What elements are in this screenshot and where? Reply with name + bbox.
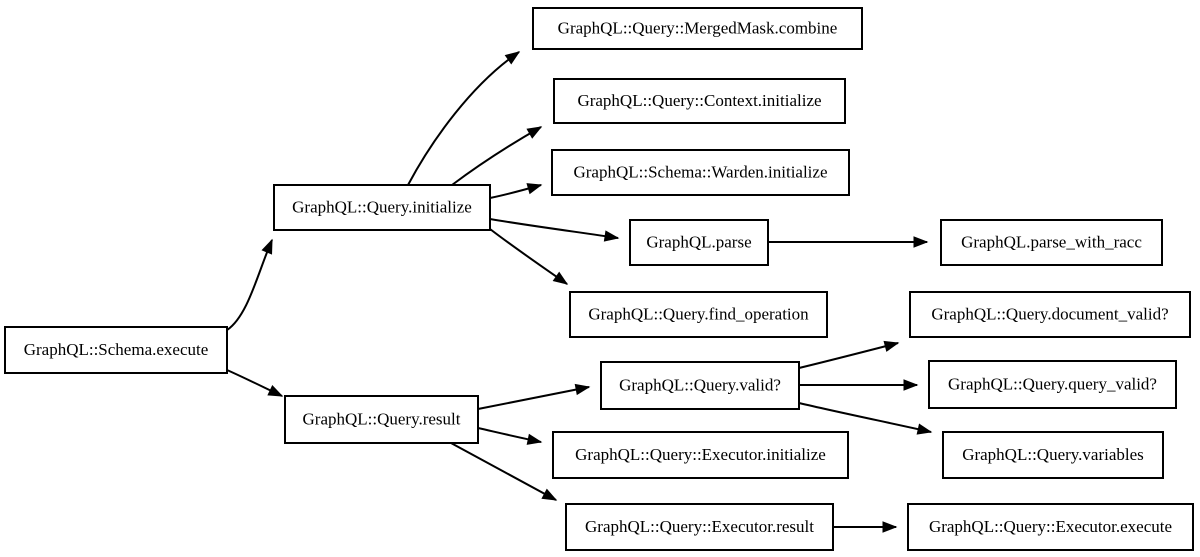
node-warden_initialize[interactable]: GraphQL::Schema::Warden.initialize [551,149,850,196]
arrowhead-icon [903,379,919,391]
arrowhead-icon [541,488,558,501]
node-query_variables[interactable]: GraphQL::Query.variables [942,431,1164,479]
node-find_operation[interactable]: GraphQL::Query.find_operation [569,291,828,338]
node-label: GraphQL.parse [646,232,751,251]
node-label: GraphQL::Query.variables [962,445,1144,464]
node-box[interactable] [284,395,479,444]
node-label: GraphQL::Schema.execute [24,340,209,359]
node-box[interactable] [600,361,800,410]
arrowhead-icon [526,183,543,195]
arrowhead-icon [883,340,900,352]
node-box[interactable] [273,184,491,231]
edge-line [798,402,932,433]
node-query_result[interactable]: GraphQL::Query.result [284,395,479,444]
edge-line [489,228,568,285]
node-schema_execute[interactable]: GraphQL::Schema.execute [4,326,228,374]
node-label: GraphQL::Query.initialize [292,197,472,216]
node-box[interactable] [565,503,834,551]
node-box[interactable] [551,149,850,196]
edge-query_valid-to-document_valid [798,340,900,369]
arrowhead-icon [504,51,521,65]
node-graphql_parse[interactable]: GraphQL.parse [629,219,769,266]
node-label: GraphQL::Query.result [303,409,461,428]
edge-line [450,442,557,501]
edge-query_valid-to-query_valid_q [799,379,919,391]
node-box[interactable] [907,503,1194,551]
node-document_valid[interactable]: GraphQL::Query.document_valid? [909,291,1191,338]
node-parse_with_racc[interactable]: GraphQL.parse_with_racc [940,219,1163,266]
edge-line [489,218,619,239]
node-box[interactable] [629,219,769,266]
arrowhead-icon [526,126,543,139]
node-box[interactable] [569,291,828,338]
edges-layer [226,51,933,533]
edge-schema_execute-to-query_result [226,369,284,397]
edge-schema_execute-to-query_initialize [226,238,273,331]
arrowhead-icon [603,230,620,242]
node-label: GraphQL::Query::MergedMask.combine [558,18,838,37]
nodes-layer: GraphQL::Schema.execute GraphQL::Query.in… [4,7,1194,551]
edge-query_initialize-to-context_initialize [451,126,543,186]
node-mergedmask_combine[interactable]: GraphQL::Query::MergedMask.combine [532,7,863,50]
edge-line [451,126,542,186]
arrowhead-icon [916,423,933,435]
node-box[interactable] [940,219,1163,266]
node-box[interactable] [909,291,1191,338]
node-executor_initialize[interactable]: GraphQL::Query::Executor.initialize [552,431,849,479]
node-label: GraphQL::Query.valid? [619,375,781,394]
edge-query_valid-to-query_variables [798,402,933,435]
node-executor_result[interactable]: GraphQL::Query::Executor.result [565,503,834,551]
node-query_valid_q[interactable]: GraphQL::Query.query_valid? [928,360,1177,409]
edge-query_initialize-to-graphql_parse [489,218,620,242]
node-box[interactable] [928,360,1177,409]
node-label: GraphQL::Query.document_valid? [931,304,1168,323]
edge-line [798,342,899,369]
node-box[interactable] [4,326,228,374]
edge-query_initialize-to-find_operation [489,228,569,285]
arrowhead-icon [574,383,591,396]
arrowhead-icon [261,238,273,255]
node-executor_execute[interactable]: GraphQL::Query::Executor.execute [907,503,1194,551]
node-box[interactable] [942,431,1164,479]
edge-query_initialize-to-mergedmask_combine [407,51,521,186]
node-query_valid[interactable]: GraphQL::Query.valid? [600,361,800,410]
node-label: GraphQL::Query.query_valid? [948,374,1157,393]
arrowhead-icon [526,433,543,445]
edge-query_result-to-query_valid [477,383,591,410]
node-label: GraphQL::Schema::Warden.initialize [573,162,827,181]
arrowhead-icon [267,385,284,397]
edge-graphql_parse-to-parse_with_racc [768,236,929,248]
arrowhead-icon [913,236,929,248]
node-label: GraphQL::Query::Executor.execute [929,517,1172,536]
node-box[interactable] [552,431,849,479]
edge-executor_result-to-executor_execute [833,521,898,533]
edge-query_result-to-executor_result [450,442,558,501]
node-box[interactable] [553,78,846,124]
node-label: GraphQL::Query::Executor.result [585,517,814,536]
edge-line [226,239,273,331]
edge-query_initialize-to-warden_initialize [489,183,543,199]
node-box[interactable] [532,7,863,50]
edge-query_result-to-executor_initialize [477,427,543,445]
arrowhead-icon [882,521,898,533]
edge-line [407,51,520,186]
edge-line [477,386,590,410]
node-label: GraphQL::Query.find_operation [588,304,809,323]
node-label: GraphQL::Query::Executor.initialize [575,445,826,464]
node-label: GraphQL.parse_with_racc [961,232,1142,251]
node-label: GraphQL::Query::Context.initialize [577,91,821,110]
arrowhead-icon [552,271,569,285]
node-query_initialize[interactable]: GraphQL::Query.initialize [273,184,491,231]
node-context_initialize[interactable]: GraphQL::Query::Context.initialize [553,78,846,124]
